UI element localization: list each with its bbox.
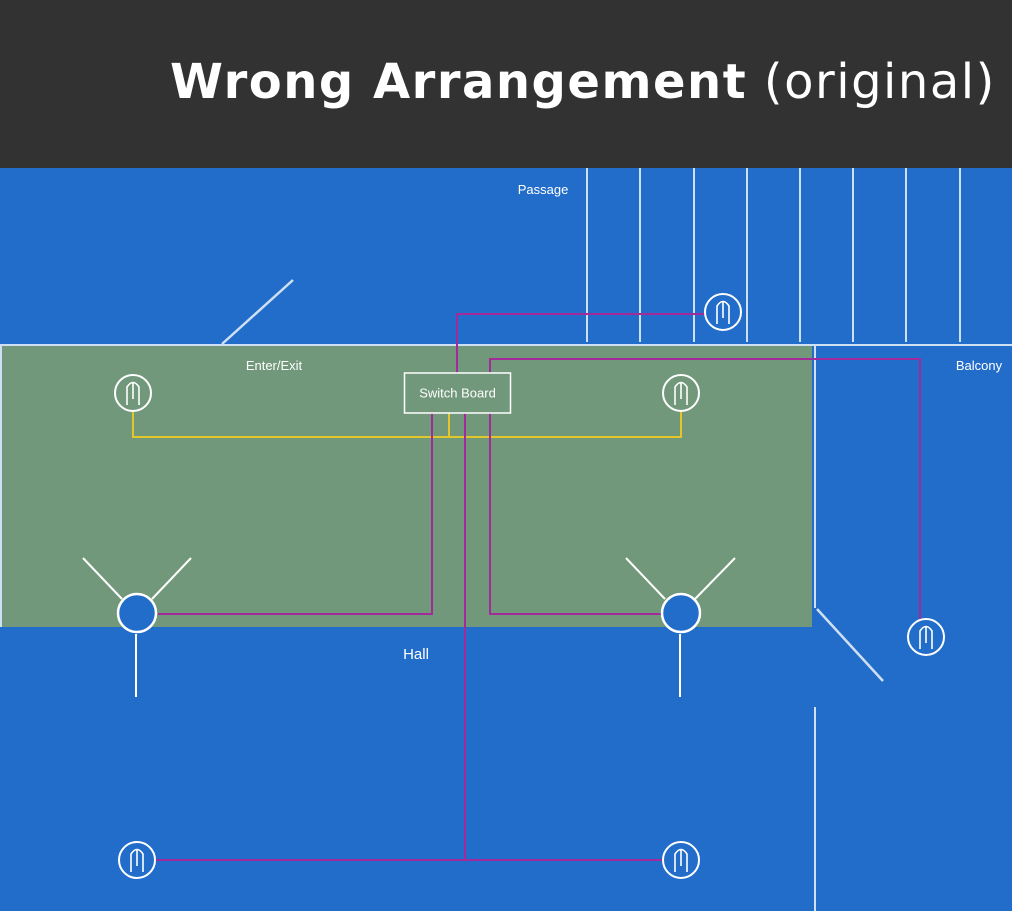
fan-icon [625,557,736,697]
balcony-label: Balcony [956,358,1003,373]
switch-board-box [403,372,512,414]
wire-yellow-bulbs [132,410,682,438]
bulb-icon [662,374,700,412]
purple-wiring [155,313,921,861]
bulb-icon [907,618,945,656]
switch-board-label: Switch Board [419,386,496,401]
wire-fan-right [489,413,661,615]
passage-label: Passage [518,182,569,197]
enter-exit-label: Enter/Exit [246,358,303,373]
balcony-door [816,608,884,682]
entrance-door [221,279,294,345]
wire-balcony-bulb [489,358,921,619]
bulb-icon [118,841,156,879]
title-suffix: (original) [763,54,996,110]
wire-passage-bulb [456,313,705,373]
bulb-icon [662,841,700,879]
fan-icon [82,557,192,697]
title-main: Wrong Arrangement [170,54,748,110]
yellow-wiring [132,410,682,438]
bulb-icon [114,374,152,412]
header-bar: Wrong Arrangement (original) [0,0,1012,168]
bulb-icon [704,293,742,331]
walls [0,344,1012,911]
hall-label: Hall [403,646,429,663]
wire-fan-left [158,413,433,615]
page-title: Wrong Arrangement (original) [170,54,996,110]
